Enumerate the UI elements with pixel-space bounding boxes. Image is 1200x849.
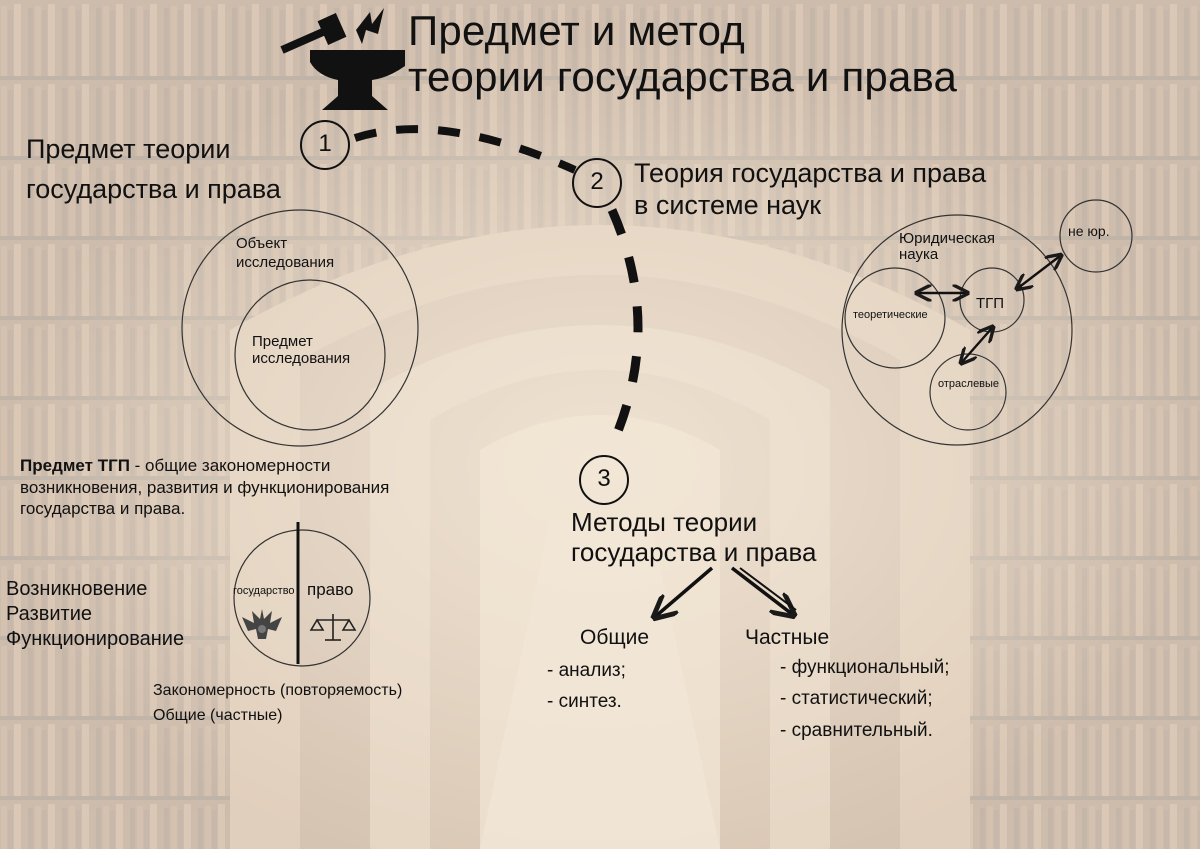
non-legal-label: не юр.	[1068, 223, 1110, 239]
tgp-label: ТГП	[976, 295, 1005, 312]
definition-line-1: Предмет ТГП - общие закономерности	[20, 455, 330, 476]
step-3-label-line-1: Методы теории	[571, 507, 758, 537]
particular-method-1: - функциональный;	[780, 657, 950, 678]
subject-label-line-2: исследования	[252, 350, 351, 367]
law-label: право	[307, 580, 354, 599]
definition-text-1: - общие закономерности	[129, 456, 331, 475]
step-2-number: 2	[590, 168, 604, 195]
step-2-label-line-1: Теория государства и права	[634, 158, 987, 188]
particular-method-3: - сравнительный.	[780, 720, 933, 741]
sectoral-label: отраслевые	[938, 378, 1000, 390]
regularity-line-1: Закономерность (повторяемость)	[153, 682, 403, 699]
stage-emergence: Возникновение	[6, 578, 148, 600]
subject-label-line-1: Предмет	[252, 333, 313, 350]
title-line-2: теории государства и права	[408, 53, 958, 100]
step-3-label-line-2: государства и права	[571, 537, 817, 567]
theoretical-label: теоретические	[853, 309, 928, 321]
object-label-line-1: Объект	[236, 235, 288, 252]
step-3-number: 3	[597, 465, 611, 492]
definition-term: Предмет ТГП	[20, 456, 130, 475]
regularity-line-2: Общие (частные)	[153, 707, 283, 724]
step-2-label-line-2: в системе наук	[634, 190, 822, 220]
particular-method-2: - статистический;	[780, 688, 933, 709]
step-1-number: 1	[318, 130, 332, 157]
state-label: государство	[233, 585, 295, 597]
general-methods-label: Общие	[580, 626, 650, 649]
legal-science-label-line-2: наука	[899, 246, 939, 263]
title-line-1: Предмет и метод	[408, 7, 745, 54]
legal-science-label-line-1: Юридическая	[899, 230, 996, 247]
particular-methods-label: Частные	[745, 626, 830, 649]
step-1-label-line-2: государства и права	[26, 174, 281, 204]
general-method-1: - анализ;	[547, 660, 626, 681]
step-1-label-line-1: Предмет теории	[26, 134, 231, 164]
stage-development: Развитие	[6, 603, 92, 625]
object-label-line-2: исследования	[236, 254, 335, 271]
stage-functioning: Функционирование	[6, 628, 185, 650]
definition-line-3: государства и права.	[20, 499, 186, 518]
general-method-2: - синтез.	[547, 691, 622, 712]
definition-line-2: возникновения, развития и функционирован…	[20, 478, 390, 497]
